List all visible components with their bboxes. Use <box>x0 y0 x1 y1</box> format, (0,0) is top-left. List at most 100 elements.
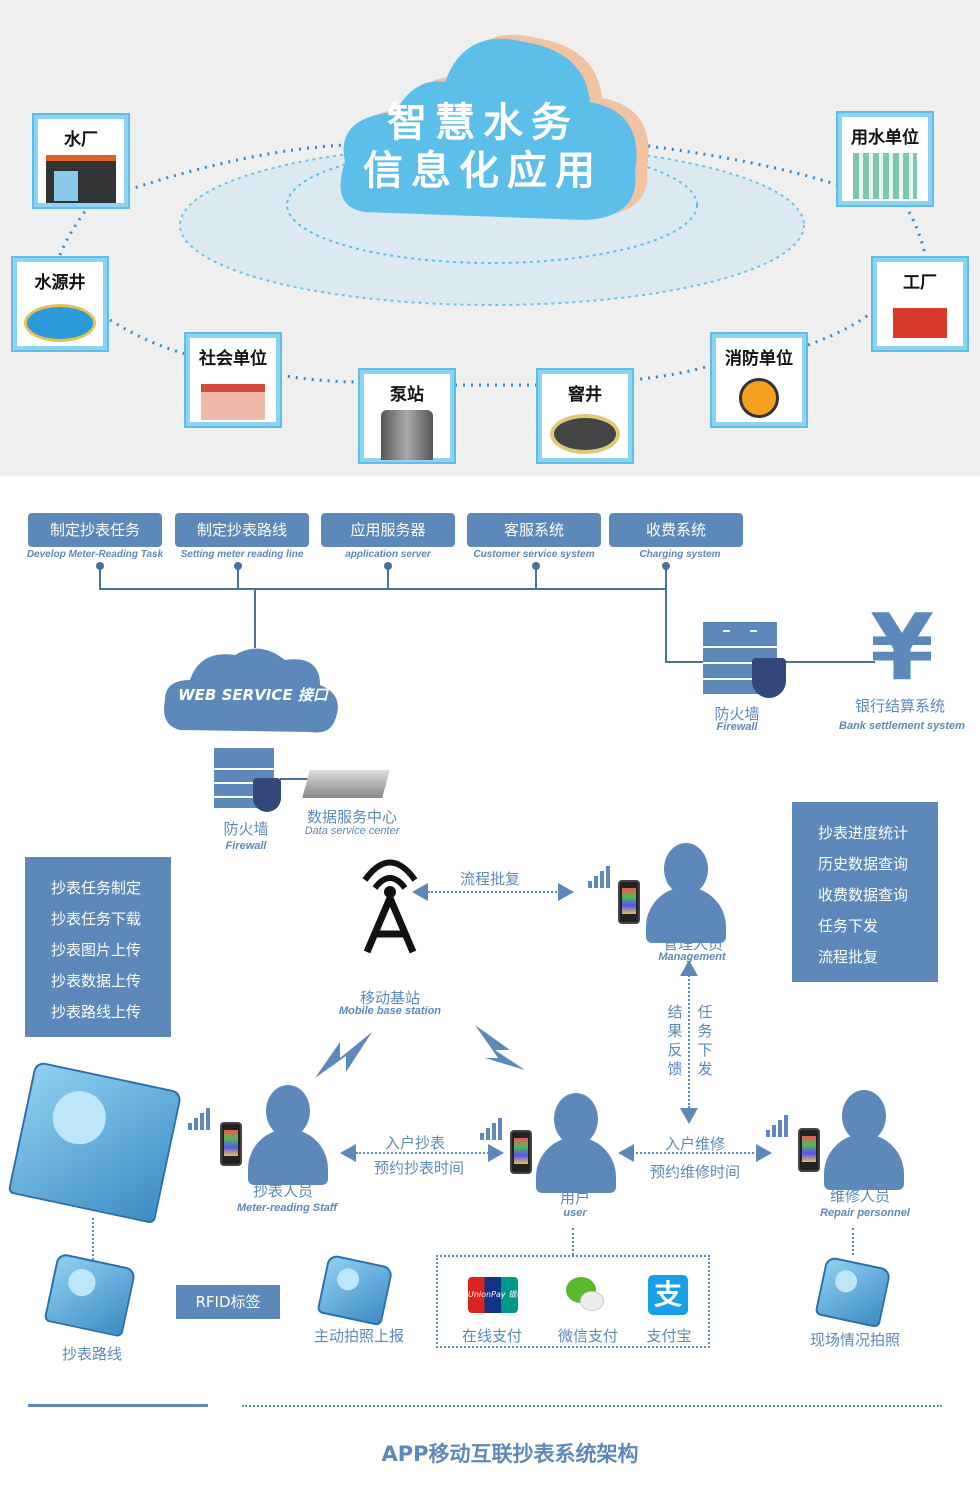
water-meter-image <box>7 1060 183 1225</box>
panel-item: 历史数据查询 <box>818 855 909 873</box>
wechat-icon[interactable] <box>566 1277 606 1313</box>
bank-en: Bank settlement system <box>839 720 965 732</box>
payment-label: 在线支付 <box>461 1327 522 1345</box>
panel-item: 抄表图片上传 <box>51 941 142 959</box>
signal-icon <box>480 1118 502 1140</box>
water-meter-image <box>316 1253 394 1327</box>
node-water-plant[interactable]: 水厂 <box>34 115 128 207</box>
meter-staff-person-icon <box>248 1085 328 1185</box>
system-meter-task-en: Develop Meter-Reading Task <box>26 549 164 560</box>
system-customer-service[interactable]: 客服系统 <box>467 513 601 547</box>
system-charging[interactable]: 收费系统 <box>609 513 743 547</box>
link-left-top: 入户抄表 <box>384 1134 445 1152</box>
result-feedback-label: 结果反馈 <box>667 1003 683 1078</box>
node-water-user[interactable]: 用水单位 <box>838 113 932 205</box>
water-plant-icon <box>46 155 116 203</box>
firewall-right-label: 防火墙 <box>714 705 760 723</box>
node-public-unit[interactable]: 社会单位 <box>186 334 280 426</box>
node-fire-unit[interactable]: 消防单位 <box>712 334 806 426</box>
system-meter-route[interactable]: 制定抄表路线 <box>175 513 309 547</box>
management-person-icon <box>646 843 726 943</box>
smart-water-overview: 智慧水务 信息化应用 水厂 用水单位 水源井 工厂 社会单位 泵站 窨井 消防单… <box>0 0 980 476</box>
footer-divider <box>28 1404 208 1407</box>
arrow-left-icon <box>340 1144 356 1162</box>
public-building-icon <box>201 384 265 420</box>
repair-label: 维修人员 <box>829 1187 890 1205</box>
system-app-server[interactable]: 应用服务器 <box>321 513 455 547</box>
system-meter-task[interactable]: 制定抄表任务 <box>28 513 162 547</box>
link-right-top: 入户维修 <box>664 1135 725 1153</box>
node-factory[interactable]: 工厂 <box>873 258 967 350</box>
water-meter-image <box>43 1252 137 1338</box>
route-link <box>92 1218 94 1260</box>
water-well-icon <box>24 304 96 342</box>
manhole-icon <box>550 414 620 454</box>
panel-item: 收费数据查询 <box>818 886 909 904</box>
signal-icon <box>188 1108 210 1130</box>
meter-reading-link <box>356 1152 496 1154</box>
phone-icon <box>798 1128 820 1172</box>
bank-label: 银行结算系统 <box>854 697 945 715</box>
arrow-down-icon <box>680 1108 698 1124</box>
system-app-server-en: application server <box>345 549 431 560</box>
wireless-signal-icon <box>315 1025 525 1078</box>
rfid-tag-box: RFID标签 <box>176 1285 280 1319</box>
task-dispatch-label: 任务下发 <box>697 1003 713 1078</box>
repair-person-icon <box>824 1090 904 1190</box>
repair-en: Repair personnel <box>820 1207 910 1219</box>
base-station-label: 移动基站 <box>359 989 420 1007</box>
firewall-left-label: 防火墙 <box>223 820 269 838</box>
site-photo-link <box>852 1228 854 1255</box>
arrow-up-icon <box>680 960 698 976</box>
yen-icon: ¥ <box>870 594 935 701</box>
user-en: user <box>563 1207 587 1219</box>
connection-ring <box>58 143 927 387</box>
meter-staff-en: Meter-reading Staff <box>236 1202 338 1214</box>
panel-item: 抄表数据上传 <box>51 972 142 990</box>
unionpay-icon[interactable]: UnionPay 银联 <box>468 1277 518 1313</box>
payment-label: 支付宝 <box>646 1327 692 1345</box>
water-meter-image <box>814 1255 892 1329</box>
system-charging-en: Charging system <box>639 549 721 560</box>
node-pump-station[interactable]: 泵站 <box>360 370 454 462</box>
antenna-tower-icon <box>362 859 418 954</box>
phone-icon <box>220 1122 242 1166</box>
cloud-title-line2: 信息化应用 <box>363 148 603 194</box>
factory-icon <box>893 308 947 338</box>
node-water-well[interactable]: 水源井 <box>13 258 107 350</box>
arrow-right-icon <box>756 1144 772 1162</box>
system-customer-service-en: Customer service system <box>473 549 595 560</box>
user-person-icon <box>536 1093 616 1193</box>
arrow-right-icon <box>488 1144 504 1162</box>
alipay-icon[interactable]: 支 <box>648 1275 688 1315</box>
route-label: 抄表路线 <box>61 1345 122 1363</box>
shield-icon <box>752 658 786 698</box>
link-left-bottom: 预约抄表时间 <box>373 1159 464 1177</box>
arrow-left-icon <box>412 883 428 901</box>
footer-title: APP移动互联抄表系统架构 <box>381 1442 639 1466</box>
task-feedback-link <box>688 968 690 1108</box>
cloud-icon <box>340 34 649 220</box>
panel-item: 抄表进度统计 <box>818 824 909 842</box>
repair-link <box>632 1152 762 1154</box>
firewall-left-en: Firewall <box>225 840 267 852</box>
phone-icon <box>510 1130 532 1174</box>
payment-link <box>572 1228 574 1255</box>
panel-item: 流程批复 <box>818 948 879 966</box>
firewall-to-datacenter-link <box>280 778 310 780</box>
system-meter-route-en: Setting meter reading line <box>180 549 304 560</box>
site-photo-label: 现场情况拍照 <box>809 1331 900 1349</box>
arrow-right-icon <box>558 883 574 901</box>
office-building-icon <box>853 153 917 199</box>
management-label: 管理人员 <box>662 935 723 953</box>
footer-divider-dotted <box>242 1405 942 1407</box>
server-icon <box>302 770 390 798</box>
signal-icon <box>766 1115 788 1137</box>
shield-icon <box>253 778 281 812</box>
data-center-label: 数据服务中心 <box>306 808 397 826</box>
photo-report-label: 主动拍照上报 <box>313 1327 404 1345</box>
management-en: Management <box>658 951 726 963</box>
node-manhole[interactable]: 窨井 <box>538 370 632 462</box>
meter-staff-label: 抄表人员 <box>252 1182 313 1200</box>
right-function-panel: 抄表进度统计 历史数据查询 收费数据查询 任务下发 流程批复 <box>792 802 938 982</box>
